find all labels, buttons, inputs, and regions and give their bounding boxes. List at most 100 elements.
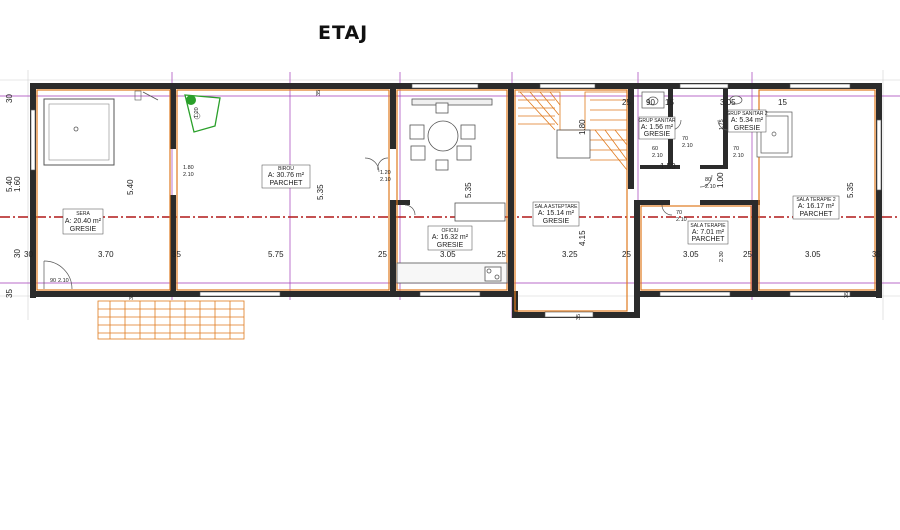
svg-text:60: 60 [652, 146, 658, 152]
wc-2 [729, 95, 793, 158]
svg-text:1.20: 1.20 [194, 107, 200, 118]
svg-text:A: 15.14 m²: A: 15.14 m² [538, 210, 575, 217]
svg-text:2.10: 2.10 [682, 143, 693, 149]
svg-text:35: 35 [872, 250, 881, 259]
finish-lines [36, 89, 876, 312]
svg-text:GRESIE: GRESIE [70, 226, 97, 233]
svg-text:35: 35 [129, 294, 135, 300]
svg-text:35: 35 [844, 292, 850, 298]
svg-text:5.35: 5.35 [464, 182, 473, 198]
svg-text:SALA TERAPIE: SALA TERAPIE [690, 223, 726, 229]
svg-text:35: 35 [172, 250, 181, 259]
room-label-grup-sanitar-1: GRUP SANITAR A: 1.56 m² GRESIE [638, 116, 676, 140]
svg-text:15: 15 [778, 98, 787, 107]
plan-title: ETAJ [318, 22, 369, 44]
office-chair [184, 94, 221, 133]
svg-text:35: 35 [316, 90, 322, 96]
windows [30, 83, 882, 318]
svg-text:70: 70 [682, 136, 688, 142]
svg-text:A: 5.34 m²: A: 5.34 m² [731, 117, 764, 124]
svg-text:A: 1.56 m²: A: 1.56 m² [641, 124, 674, 131]
svg-text:25: 25 [743, 250, 752, 259]
svg-text:3.70: 3.70 [98, 250, 114, 259]
svg-text:3.05: 3.05 [440, 250, 456, 259]
svg-text:2.10: 2.10 [705, 184, 716, 190]
svg-text:30: 30 [13, 249, 22, 258]
wc-1 [641, 91, 665, 109]
svg-text:SALA ASTEPTARE: SALA ASTEPTARE [535, 204, 579, 210]
svg-text:OFICIU: OFICIU [442, 228, 459, 234]
svg-text:1.75: 1.75 [719, 119, 725, 130]
svg-text:A: 7.01 m²: A: 7.01 m² [692, 229, 725, 236]
room-label-birou: BIROU A: 30.76 m² PARCHET [261, 164, 311, 189]
svg-text:GRUP SANITAR: GRUP SANITAR [638, 118, 675, 124]
svg-text:15: 15 [665, 98, 674, 107]
svg-text:30: 30 [24, 250, 33, 259]
svg-text:2.10: 2.10 [676, 217, 687, 223]
svg-text:GRESIE: GRESIE [734, 125, 761, 132]
svg-text:1.80: 1.80 [183, 165, 194, 171]
svg-text:BIROU: BIROU [278, 166, 294, 172]
svg-text:1.80: 1.80 [578, 119, 587, 135]
interior-walls [170, 89, 760, 291]
svg-text:A: 16.17 m²: A: 16.17 m² [798, 203, 835, 210]
svg-text:70: 70 [676, 210, 682, 216]
svg-text:4.15: 4.15 [578, 230, 587, 246]
svg-text:GRESIE: GRESIE [543, 218, 570, 225]
exterior-stairs [97, 300, 245, 340]
svg-text:2.30: 2.30 [719, 251, 725, 262]
svg-text:25: 25 [622, 250, 631, 259]
svg-text:5.75: 5.75 [268, 250, 284, 259]
svg-text:3.05: 3.05 [683, 250, 699, 259]
svg-text:3.05: 3.05 [805, 250, 821, 259]
svg-text:3.05: 3.05 [720, 98, 736, 107]
svg-text:2.10: 2.10 [380, 177, 391, 183]
svg-text:90: 90 [50, 278, 56, 284]
svg-text:2.10: 2.10 [58, 278, 69, 284]
svg-text:2.10: 2.10 [652, 153, 663, 159]
svg-text:5.35: 5.35 [846, 182, 855, 198]
staircase [518, 91, 628, 171]
svg-text:5.35: 5.35 [316, 184, 325, 200]
svg-text:5.40: 5.40 [126, 179, 135, 195]
svg-text:GRESIE: GRESIE [644, 131, 671, 138]
svg-text:80: 80 [705, 177, 711, 183]
svg-text:PARCHET: PARCHET [800, 211, 834, 218]
room-label-oficiu: OFICIU A: 16.32 m² GRESIE [427, 225, 473, 251]
svg-text:30: 30 [5, 94, 14, 103]
svg-text:35: 35 [5, 289, 14, 298]
dimensions: 30 3.70 35 5.75 25 3.05 25 3.25 25 3.05 … [5, 90, 881, 320]
svg-text:25: 25 [378, 250, 387, 259]
room-label-sala-terapie: SALA TERAPIE A: 7.01 m² PARCHET [687, 220, 729, 245]
svg-text:A: 20.40 m²: A: 20.40 m² [65, 218, 102, 225]
svg-text:2.10: 2.10 [733, 153, 744, 159]
svg-text:1.00: 1.00 [716, 172, 725, 188]
svg-text:1.60: 1.60 [13, 176, 22, 192]
svg-text:5.40: 5.40 [5, 176, 14, 192]
svg-text:SERA: SERA [76, 211, 90, 217]
svg-text:25: 25 [497, 250, 506, 259]
room-label-sera: SERA A: 20.40 m² GRESIE [62, 208, 104, 235]
svg-text:3.25: 3.25 [562, 250, 578, 259]
room-label-sala-terapie-2: SALA TERAPIE 2 A: 16.17 m² PARCHET [792, 195, 840, 220]
room-label-grup-sanitar-2: GRUP SANITAR 2 A: 5.34 m² GRESIE [726, 109, 768, 133]
svg-text:1.20: 1.20 [380, 170, 391, 176]
svg-text:2.10: 2.10 [183, 172, 194, 178]
jacuzzi [43, 98, 115, 166]
svg-text:70: 70 [733, 146, 739, 152]
svg-text:PARCHET: PARCHET [270, 180, 304, 187]
dining-set [396, 98, 508, 284]
svg-text:GRUP SANITAR 2: GRUP SANITAR 2 [726, 111, 767, 117]
svg-text:25: 25 [622, 98, 631, 107]
svg-text:SALA TERAPIE 2: SALA TERAPIE 2 [796, 197, 836, 203]
svg-text:GRESIE: GRESIE [437, 242, 464, 249]
svg-text:35: 35 [576, 314, 582, 320]
svg-text:PARCHET: PARCHET [692, 236, 726, 243]
svg-text:1.50: 1.50 [660, 162, 676, 171]
svg-text:A: 30.76 m²: A: 30.76 m² [268, 172, 305, 179]
svg-text:A: 16.32 m²: A: 16.32 m² [432, 234, 469, 241]
door-swings [43, 119, 729, 290]
svg-text:90: 90 [646, 98, 655, 107]
room-label-sala-asteptare: SALA ASTEPTARE A: 15.14 m² GRESIE [532, 201, 580, 227]
